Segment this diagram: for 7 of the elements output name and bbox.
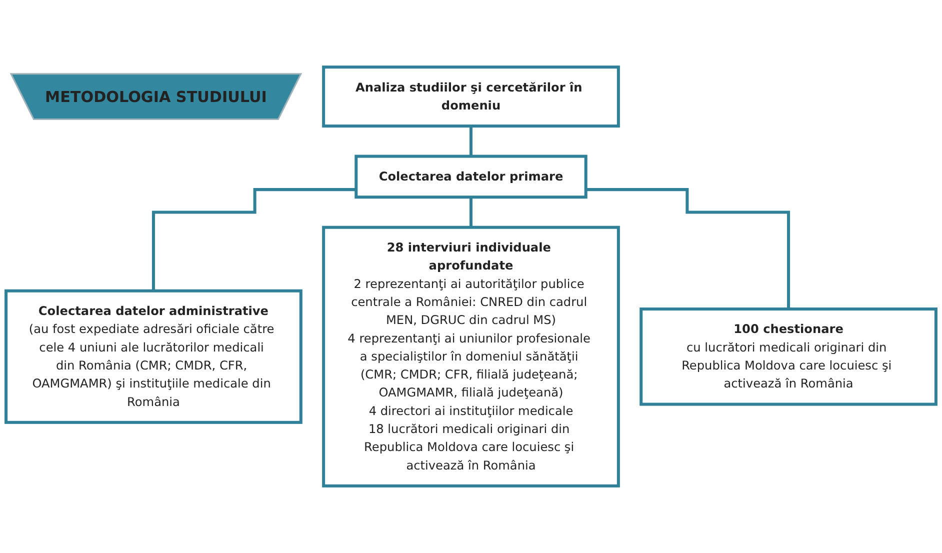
node-box: Colectarea datelor administrative (au fost expediate adresări oficiale către cele 4 uniuni ale lucrătorilor medicali din România (CMR; CMDR, CFR, OAMGMAMR) şi instituţiile medicale din România bbox=[4, 289, 302, 424]
connector bbox=[469, 196, 473, 229]
node-box: 100 chestionare cu lucrători medicali originari din Republica Moldova care locuiesc şi activează în România bbox=[640, 308, 938, 406]
node-box: Colectarea datelor primare bbox=[354, 154, 588, 199]
node-box: Analiza studiilor şi cercetărilor în domeniu bbox=[322, 66, 620, 128]
connector bbox=[469, 124, 473, 158]
node-box: 28 interviuri individuale aprofundate 2 reprezentanţi ai autorităţilor publice centrale a României: CNRED din cadrul MEN, DGRUC din cadrul MS) 4 reprezentanţi ai uniunilor profesionale a specialiştilor în domeniul sănătăţii (CMR; CMDR; CFR, filială judeţeană; OAMGMAMR, filială judeţeană) 4 directori ai instituţiilor medicale 18 lucrători medicali originari din Republica Moldova care locuiesc şi activează în România bbox=[322, 226, 620, 488]
